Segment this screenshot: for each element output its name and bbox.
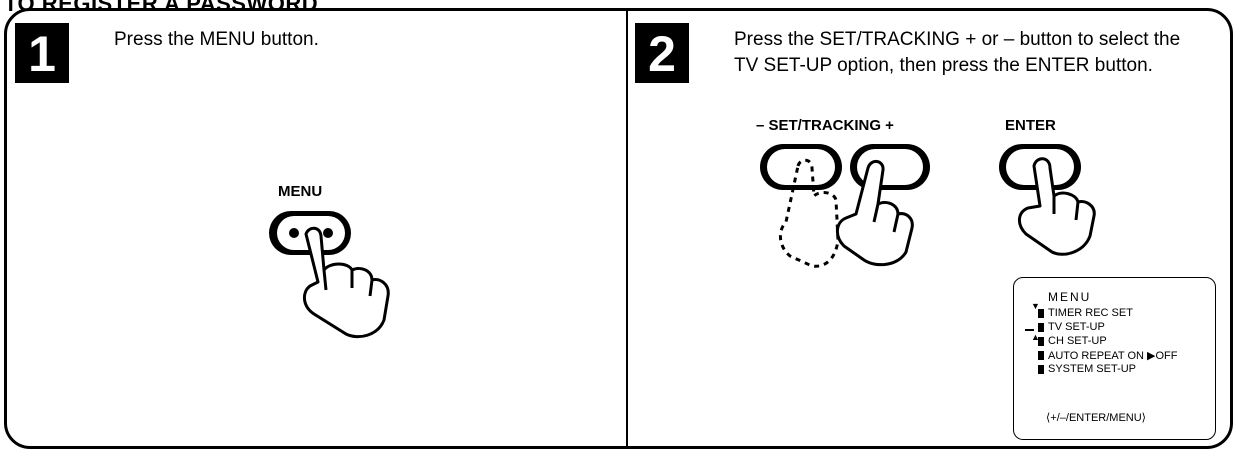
osd-item-timer-rec-set: TIMER REC SET [1048, 307, 1133, 319]
osd-marker-icon [1038, 351, 1044, 360]
osd-footer: ⟨+/–/ENTER/MENU⟩ [1046, 411, 1146, 424]
osd-marker-icon [1038, 337, 1044, 346]
osd-item-auto-repeat: AUTO REPEAT ON ▶OFF [1048, 349, 1177, 362]
osd-item-tv-setup: TV SET-UP [1048, 321, 1105, 333]
osd-menu-title: MENU [1048, 290, 1091, 304]
set-tracking-buttons-icon [760, 144, 930, 190]
osd-item-system-setup: SYSTEM SET-UP [1048, 363, 1136, 375]
osd-marker-icon [1038, 323, 1044, 332]
osd-marker-icon [1038, 365, 1044, 374]
menu-screen: MENU ▼ TIMER REC SET TV SET-UP ▲ CH SET-… [1013, 277, 1216, 440]
osd-item-ch-setup: CH SET-UP [1048, 335, 1107, 347]
osd-marker-icon [1038, 309, 1044, 318]
selection-dash-icon [1025, 329, 1034, 331]
